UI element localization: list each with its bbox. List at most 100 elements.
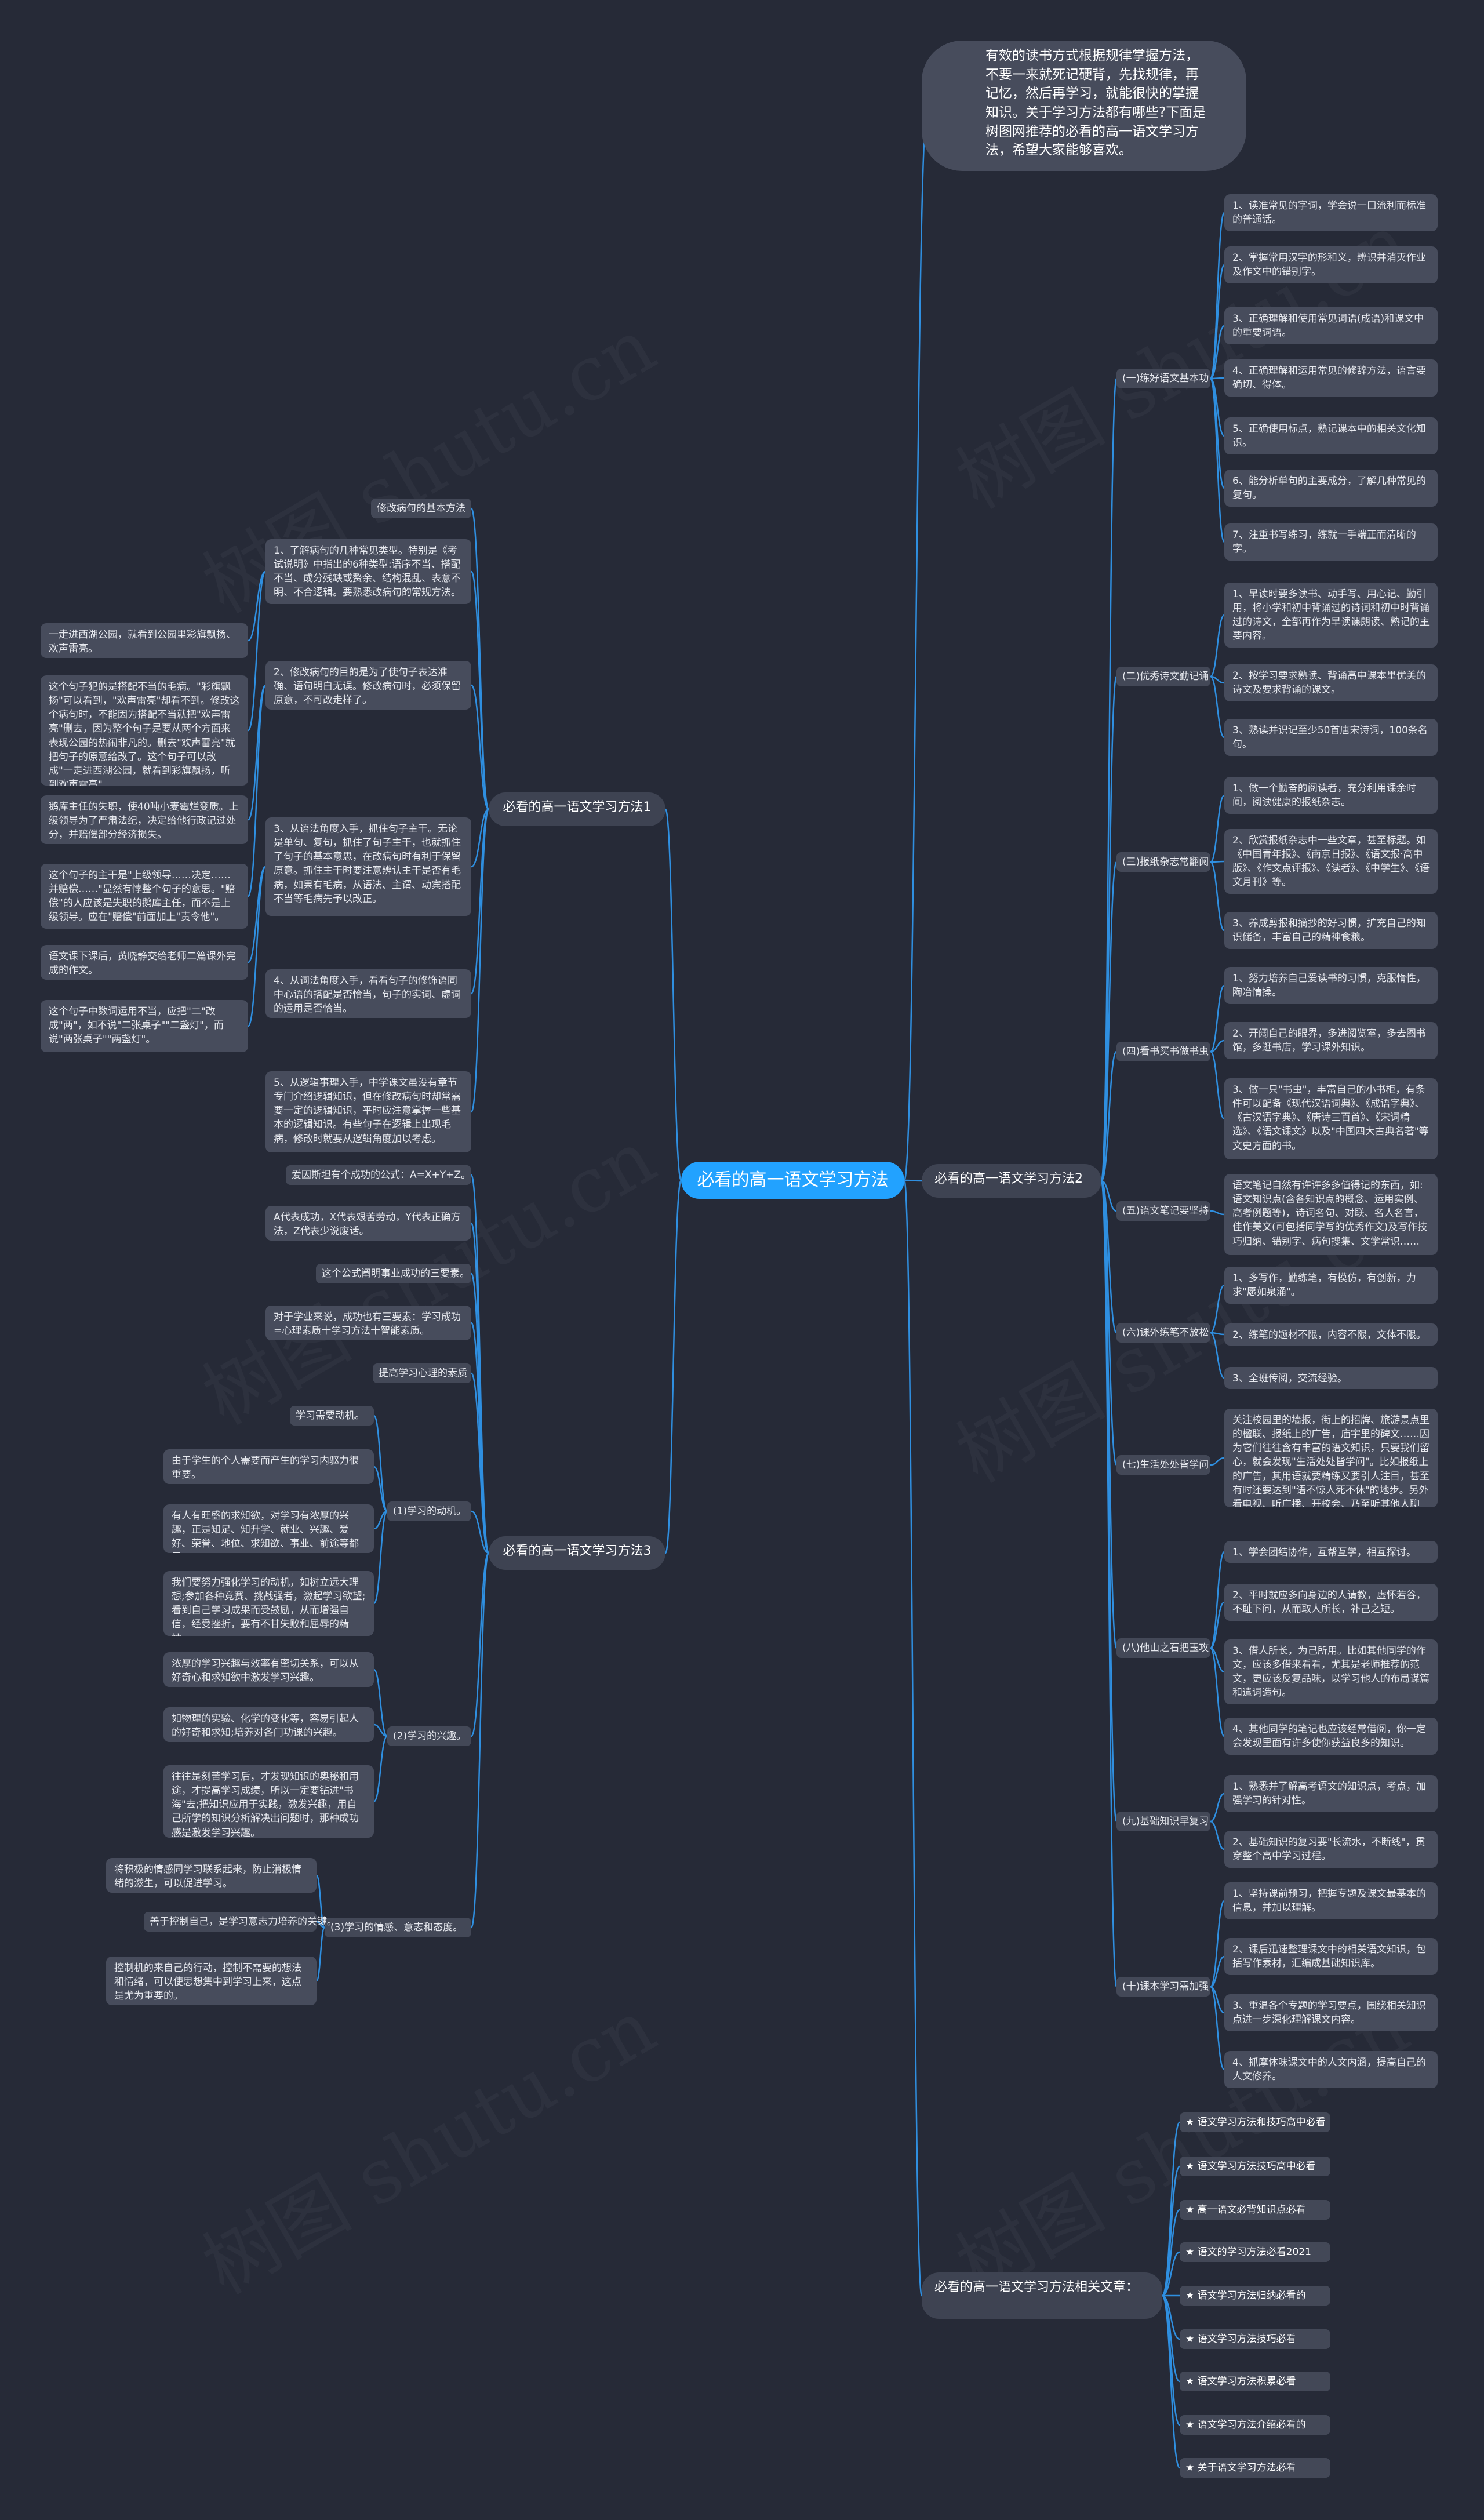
link-group1-item4 — [373, 1510, 388, 1605]
method2-group-10-item[interactable]: 1、坚持课前预习，把握专题及课文最基本的信息，并加以理解。 — [1224, 1882, 1438, 1919]
method3-item-2[interactable]: A代表成功，X代表艰苦劳动，Y代表正确方法，Z代表少说废话。 — [265, 1206, 471, 1241]
method2-group-9-item[interactable]: 2、基础知识的复习要"长流水，不断线"，贯穿整个高中学习过程。 — [1224, 1831, 1438, 1868]
method2-group-2-item[interactable]: 2、按学习要求熟读、背诵高中课本里优美的诗文及要求背诵的课文。 — [1224, 664, 1438, 701]
method1-item-4[interactable]: 3、从语法角度入手，抓住句子主干。无论是单句、复句，抓住了句子主干，也就抓住了句… — [265, 817, 471, 916]
method3-group1[interactable]: (1)学习的动机。 — [387, 1501, 471, 1521]
method2-group-6-item[interactable]: 1、多写作，勤练笔，有模仿，有创新，力求"愿如泉涌"。 — [1224, 1267, 1438, 1304]
method1-item-1[interactable]: 修改病句的基本方法 — [371, 499, 471, 518]
method1-item-2[interactable]: 1、了解病句的几种常见类型。特别是《考试说明》中指出的6种类型:语序不当、搭配不… — [265, 539, 471, 604]
link-branch2-group10 — [1100, 1180, 1118, 1988]
method1-example[interactable]: 鹅库主任的失职，使40吨小麦霉烂变质。上级领导为了严肃法纪，决定给他行政记过处分… — [41, 795, 248, 844]
method2-group-9-item[interactable]: 1、熟悉并了解高考语文的知识点，考点，加强学习的针对性。 — [1224, 1775, 1438, 1812]
method1-item-3[interactable]: 2、修改病句的目的是为了使句子表达准确、语句明白无误。修改病句时，必须保留原意，… — [265, 661, 471, 710]
method2-group-2[interactable]: (二)优秀诗文勤记诵 — [1116, 667, 1210, 686]
link-group1-item4 — [1210, 377, 1225, 380]
method2-group-1-item[interactable]: 5、正确使用标点，熟记课本中的相关文化知识。 — [1224, 417, 1438, 454]
method2-group-9[interactable]: (九)基础知识早复习 — [1116, 1812, 1210, 1831]
method2-group-2-item[interactable]: 3、熟读并识记至少50首唐宋诗词，100条名句。 — [1224, 719, 1438, 756]
link-root-intro — [903, 105, 929, 1181]
method2-group-7[interactable]: (七)生活处处皆学问 — [1116, 1455, 1210, 1475]
method2-group-8-item[interactable]: 3、借人所长，为己所用。比如其他同学的作文，应该多借来看看，尤其是老师推荐的范文… — [1224, 1639, 1438, 1704]
method2-group-1-item[interactable]: 3、正确理解和使用常见词语(成语)和课文中的重要词语。 — [1224, 307, 1438, 344]
method2-group-4-item[interactable]: 2、开阔自己的眼界，多进阅览室，多去图书馆，多逛书店，学习课外知识。 — [1224, 1022, 1438, 1059]
method2-group-2-item[interactable]: 1、早读时要多读书、动手写、用心记、勤引用，将小学和初中背诵过的诗词和初中时背诵… — [1224, 583, 1438, 648]
method2-group-4[interactable]: (四)看书买书做书虫 — [1116, 1042, 1210, 1061]
method2-group-6[interactable]: (六)课外练笔不放松 — [1116, 1323, 1210, 1343]
method2-group-10-item[interactable]: 2、课后迅速整理课文中的相关语文知识，包括写作素材，汇编成基础知识库。 — [1224, 1938, 1438, 1975]
method2-group-8-item[interactable]: 2、平时就应多向身边的人请教，虚怀若谷，不耻下问，从而取人所长，补己之短。 — [1224, 1584, 1438, 1621]
method2-group-3-item[interactable]: 2、欣赏报纸杂志中一些文章，甚至标题。如《中国青年报》、《南京日报》、《语文报·… — [1224, 829, 1438, 894]
method2-group-1-item[interactable]: 2、掌握常用汉字的形和义，辨识并消灭作业及作文中的错别字。 — [1224, 246, 1438, 283]
branch-method-2[interactable]: 必看的高一语文学习方法2 — [922, 1164, 1101, 1198]
method2-group-8[interactable]: (八)他山之石把玉攻 — [1116, 1638, 1210, 1658]
related-article-link[interactable]: ★ 语文学习方法和技巧高中必看 — [1180, 2112, 1330, 2132]
link-branch3-item3 — [470, 1272, 490, 1554]
link-group1-item2 — [1209, 264, 1225, 380]
method2-group-1-item[interactable]: 7、注重书写练习，练就一手端正而清晰的字。 — [1224, 523, 1438, 561]
method2-group-10[interactable]: (十)课本学习需加强 — [1116, 1977, 1210, 1997]
method2-group-8-item[interactable]: 1、学会团结协作，互帮互学，相互探讨。 — [1224, 1541, 1438, 1563]
method2-group-3[interactable]: (三)报纸杂志常翻阅 — [1116, 852, 1210, 872]
related-article-link[interactable]: ★ 语文的学习方法必看2021 — [1180, 2242, 1330, 2262]
method3-item-1[interactable]: 爱因斯坦有个成功的公式：A=X+Y+Z。 — [286, 1165, 471, 1185]
method3-group1-item[interactable]: 有人有旺盛的求知欲，对学习有浓厚的兴趣，正是知足、知升学、就业、兴趣、爱好、荣誉… — [163, 1504, 374, 1553]
method3-group2[interactable]: (2)学习的兴趣。 — [387, 1726, 471, 1746]
method2-group-1-item[interactable]: 1、读准常见的字词，学会说一口流利而标准的普通话。 — [1224, 194, 1438, 231]
intro-summary[interactable]: 有效的读书方式根据规律掌握方法，不要一来就死记硬背，先找规律，再记忆，然后再学习… — [922, 41, 1246, 171]
method1-example[interactable]: 一走进西湖公园，就看到公园里彩旗飘扬、欢声雷亮。 — [41, 623, 248, 658]
method3-group3-item[interactable]: 善于控制自己，是学习意志力培养的关键。 — [144, 1912, 337, 1932]
branch-method-1[interactable]: 必看的高一语文学习方法1 — [489, 792, 665, 826]
method3-group2-item[interactable]: 往往是刻苦学习后，才发现知识的奥秘和用途，才提高学习成绩，所以一定要钻进"书海"… — [163, 1765, 374, 1838]
link-branch2-group9 — [1100, 1180, 1118, 1823]
method2-group-6-item[interactable]: 2、练笔的题材不限，内容不限，文体不限。 — [1224, 1323, 1438, 1346]
method2-group-3-item[interactable]: 1、做一个勤奋的阅读者，充分利用课余时间，阅读健康的报纸杂志。 — [1224, 777, 1438, 814]
related-article-link[interactable]: ★ 语文学习方法介绍必看的 — [1180, 2415, 1330, 2435]
method2-group-10-item[interactable]: 3、重温各个专题的学习要点，围绕相关知识点进一步深化理解课文内容。 — [1224, 1994, 1438, 2031]
method2-group-3-item[interactable]: 3、养成剪报和摘抄的好习惯，扩充自己的知识储备，丰富自己的精神食粮。 — [1224, 912, 1438, 949]
method2-group-4-item[interactable]: 1、努力培养自己爱读书的习惯，克服惰性，陶冶情操。 — [1224, 967, 1438, 1004]
link-group2-item1 — [1209, 614, 1225, 678]
method2-group-5-item[interactable]: 语文笔记自然有许许多多值得记的东西，如:语文知识点(含各知识点的概念、运用实例、… — [1224, 1174, 1438, 1255]
related-article-link[interactable]: ★ 关于语文学习方法必看 — [1180, 2458, 1330, 2478]
method3-item-4[interactable]: 对于学业来说，成功也有三要素：学习成功=心理素质十学习方法十智能素质。 — [265, 1306, 471, 1340]
branch-method-3[interactable]: 必看的高一语文学习方法3 — [489, 1536, 665, 1570]
method1-example[interactable]: 这个句子的主干是"上级领导……决定……并赔偿……"显然有悖整个句子的意思。"赔偿… — [41, 864, 248, 929]
method2-group-10-item[interactable]: 4、抓摩体味课文中的人文内涵，提高自己的人文修养。 — [1224, 2051, 1438, 2088]
method1-example[interactable]: 这个句子中数词运用不当，应把"二"改成"两"，如不说"二张桌子""二盏灯"，而说… — [41, 1000, 248, 1052]
link-group7-item1 — [1210, 1457, 1225, 1466]
method3-group3-item[interactable]: 控制机的来自己的行动，控制不需要的想法和情绪，可以使思想集中到学习上来，这点是尤… — [106, 1957, 317, 2005]
method2-group-1-item[interactable]: 6、能分析单句的主要成分，了解几种常见的复句。 — [1224, 470, 1438, 507]
method3-group2-item[interactable]: 如物理的实验、化学的变化等，容易引起人的好奇和求知;培养对各门功课的兴趣。 — [163, 1707, 374, 1742]
method1-example[interactable]: 这个句子犯的是搭配不当的毛病。"彩旗飘扬"可以看到，"欢声雷亮"却看不到。修改这… — [41, 675, 248, 786]
link-group2-item2 — [373, 1723, 388, 1737]
link-group3-item3 — [315, 1926, 326, 1982]
method3-group1-item[interactable]: 由于学生的个人需要而产生的学习内驱力很重要。 — [163, 1449, 374, 1484]
method3-group1-item[interactable]: 学习需要动机。 — [290, 1406, 374, 1426]
method2-group-1[interactable]: (一)练好语文基本功 — [1116, 369, 1210, 388]
method1-item-5[interactable]: 4、从词法角度入手，看看句子的修饰语同中心语的搭配是否恰当，句子的实词、虚词的运… — [265, 969, 471, 1018]
method1-item-6[interactable]: 5、从逻辑事理入手，中学课文虽没有章节专门介绍逻辑知识，但在修改病句时却常需要一… — [265, 1071, 471, 1152]
method2-group-7-item[interactable]: 关注校园里的墙报，街上的招牌、旅游景点里的楹联、报纸上的广告，庙宇里的碑文……因… — [1224, 1409, 1438, 1507]
method2-group-4-item[interactable]: 3、做一只"书虫"，丰富自己的小书柜，有条件可以配备《现代汉语词典》、《成语字典… — [1224, 1078, 1438, 1159]
method3-group2-item[interactable]: 浓厚的学习兴趣与效率有密切关系，可以从好奇心和求知欲中激发学习兴趣。 — [163, 1652, 374, 1687]
method2-group-8-item[interactable]: 4、其他同学的笔记也应该经常借阅，你一定会发现里面有许多使你获益良多的知识。 — [1224, 1718, 1438, 1755]
method3-group1-item[interactable]: 我们要努力强化学习的动机，如树立远大理想;参加各种竞赛、挑战强者，激起学习欲望;… — [163, 1571, 374, 1636]
related-article-link[interactable]: ★ 语文学习方法技巧高中必看 — [1180, 2157, 1330, 2176]
link-group8-item4 — [1209, 1647, 1225, 1737]
method3-item-3[interactable]: 这个公式阐明事业成功的三要素。 — [316, 1264, 471, 1283]
method1-example[interactable]: 语文课下课后，黄晓静交给老师二篇课外完成的作文。 — [41, 945, 248, 980]
link-branch2-group1 — [1100, 377, 1118, 1182]
root-topic[interactable]: 必看的高一语文学习方法 — [681, 1162, 904, 1199]
related-article-link[interactable]: ★ 语文学习方法技巧必看 — [1180, 2329, 1330, 2349]
branch-related-articles[interactable]: 必看的高一语文学习方法相关文章： — [922, 2272, 1162, 2319]
method2-group-5[interactable]: (五)语文笔记要坚持 — [1116, 1201, 1210, 1221]
related-article-link[interactable]: ★ 语文学习方法积累必看 — [1180, 2372, 1330, 2391]
method3-group3-item[interactable]: 将积极的情感同学习联系起来，防止消极情绪的滋生，可以促进学习。 — [106, 1858, 317, 1893]
related-article-link[interactable]: ★ 高一语文必背知识点必看 — [1180, 2200, 1330, 2220]
method2-group-1-item[interactable]: 4、正确理解和运用常见的修辞方法，语言要确切、得体。 — [1224, 359, 1438, 397]
related-article-link[interactable]: ★ 语文学习方法归纳必看的 — [1180, 2286, 1330, 2306]
method2-group-6-item[interactable]: 3、全班传阅，交流经验。 — [1224, 1367, 1438, 1389]
method3-group3[interactable]: (3)学习的情感、意志和态度。 — [325, 1918, 471, 1937]
link-group10-item4 — [1209, 1986, 1225, 2071]
method3-item-5[interactable]: 提高学习心理的素质 — [373, 1363, 471, 1383]
